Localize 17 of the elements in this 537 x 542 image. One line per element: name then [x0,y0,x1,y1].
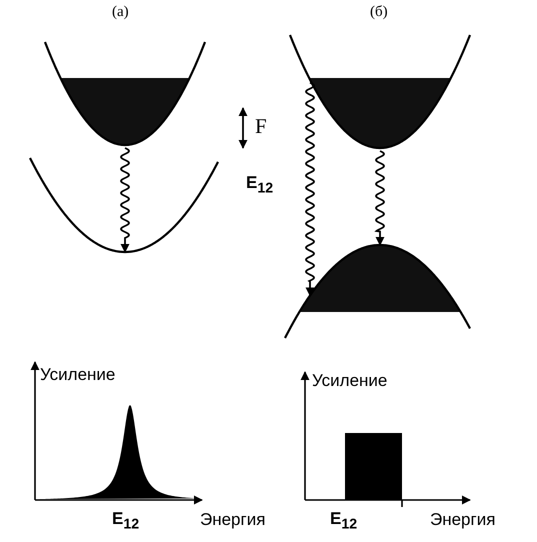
axis-title: Энергия [200,511,266,530]
axis-tick-label: E$_{12}$ [112,510,140,533]
quasi-fermi-label: F [255,115,267,138]
axis-title: Энергия [430,511,496,530]
energy-band [290,35,470,148]
energy-band [45,42,205,145]
axis-tick-label: E$_{12}$ [330,510,358,533]
wavy-arrow [305,82,315,296]
panel-label: (а) [112,4,129,20]
valence-band [285,245,470,338]
energy-band [30,158,218,252]
wavy-arrow [120,147,130,253]
wavy-arrow [374,150,385,246]
panel-label: (б) [370,4,388,20]
axis-title: Усиление [40,366,116,385]
axis-title: Усиление [312,372,388,391]
energy-gap-label: E$_{12}$ [246,174,274,197]
